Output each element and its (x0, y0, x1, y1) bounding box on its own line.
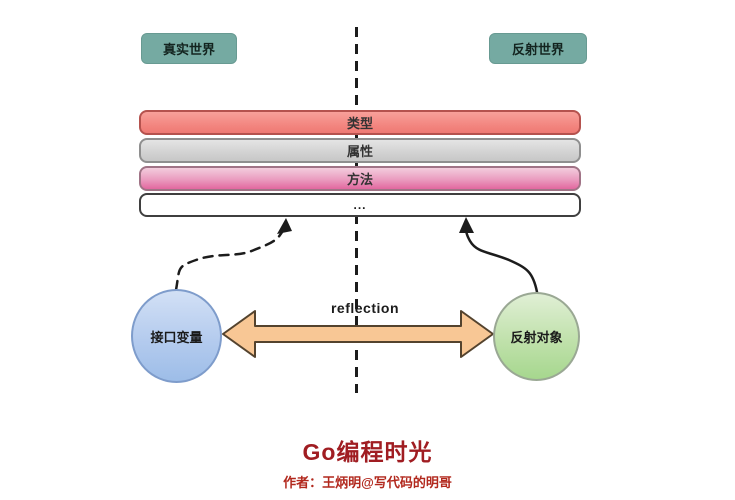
reflection-double-arrow-icon (222, 310, 494, 358)
layer-bar-ellipsis: ... (139, 193, 581, 217)
real-world-label-text: 真实世界 (162, 42, 215, 57)
layer-bar-ellipsis-text: ... (353, 198, 367, 212)
layer-bar-method: 方法 (139, 166, 581, 191)
layer-bar-type: 类型 (139, 110, 581, 135)
interface-variable-label: 接口变量 (150, 329, 203, 345)
reflection-world-label: 反射世界 (489, 33, 587, 64)
interface-variable-node: 接口变量 (131, 289, 222, 383)
reflect-object-node: 反射对象 (493, 292, 580, 381)
reflection-world-label-text: 反射世界 (511, 42, 564, 57)
footer-author-line: 作者：王炳明@写代码的明哥 (283, 475, 452, 490)
reflect-object-label: 反射对象 (510, 330, 563, 345)
layer-bar-method-text: 方法 (346, 172, 373, 187)
layer-bar-attribute: 属性 (139, 138, 581, 163)
dashed-curve-arrow (174, 226, 286, 292)
real-world-label: 真实世界 (141, 33, 237, 64)
dashed-curve-arrowhead-icon (277, 218, 292, 234)
reflection-arrow-label: reflection (330, 300, 399, 316)
layer-bar-attribute-text: 属性 (346, 144, 373, 159)
solid-curve-arrowhead-icon (459, 217, 474, 233)
footer-brand-title: Go编程时光 (302, 439, 433, 465)
layer-bar-type-text: 类型 (346, 116, 373, 131)
solid-curve-arrow (464, 224, 539, 294)
